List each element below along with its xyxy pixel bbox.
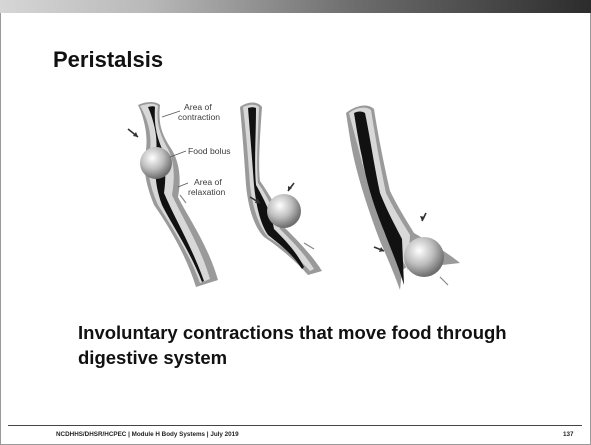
label-area-of-contraction-line1: Area of xyxy=(184,102,212,112)
label-area-of-relaxation-line2: relaxation xyxy=(188,187,225,197)
food-bolus xyxy=(267,194,301,228)
esophagus-stage-2 xyxy=(240,103,322,276)
peristalsis-illustration: Area of contraction Food bolus Area of r… xyxy=(108,95,484,305)
esophagus-stage-3 xyxy=(346,106,460,290)
label-area-of-relaxation-line1: Area of xyxy=(194,177,222,187)
footer-source-text: NCDHHS/DHSR/HCPEC | Module H Body System… xyxy=(56,431,239,438)
label-area-of-contraction-line2: contraction xyxy=(178,112,220,122)
slide-body-text: Involuntary contractions that move food … xyxy=(78,320,548,370)
page-number: 137 xyxy=(563,431,574,438)
slide-title: Peristalsis xyxy=(53,47,163,73)
slide-top-band xyxy=(0,0,591,13)
food-bolus xyxy=(140,147,172,179)
label-food-bolus: Food bolus xyxy=(188,146,231,156)
footer-divider xyxy=(8,425,582,426)
food-bolus xyxy=(404,237,444,277)
